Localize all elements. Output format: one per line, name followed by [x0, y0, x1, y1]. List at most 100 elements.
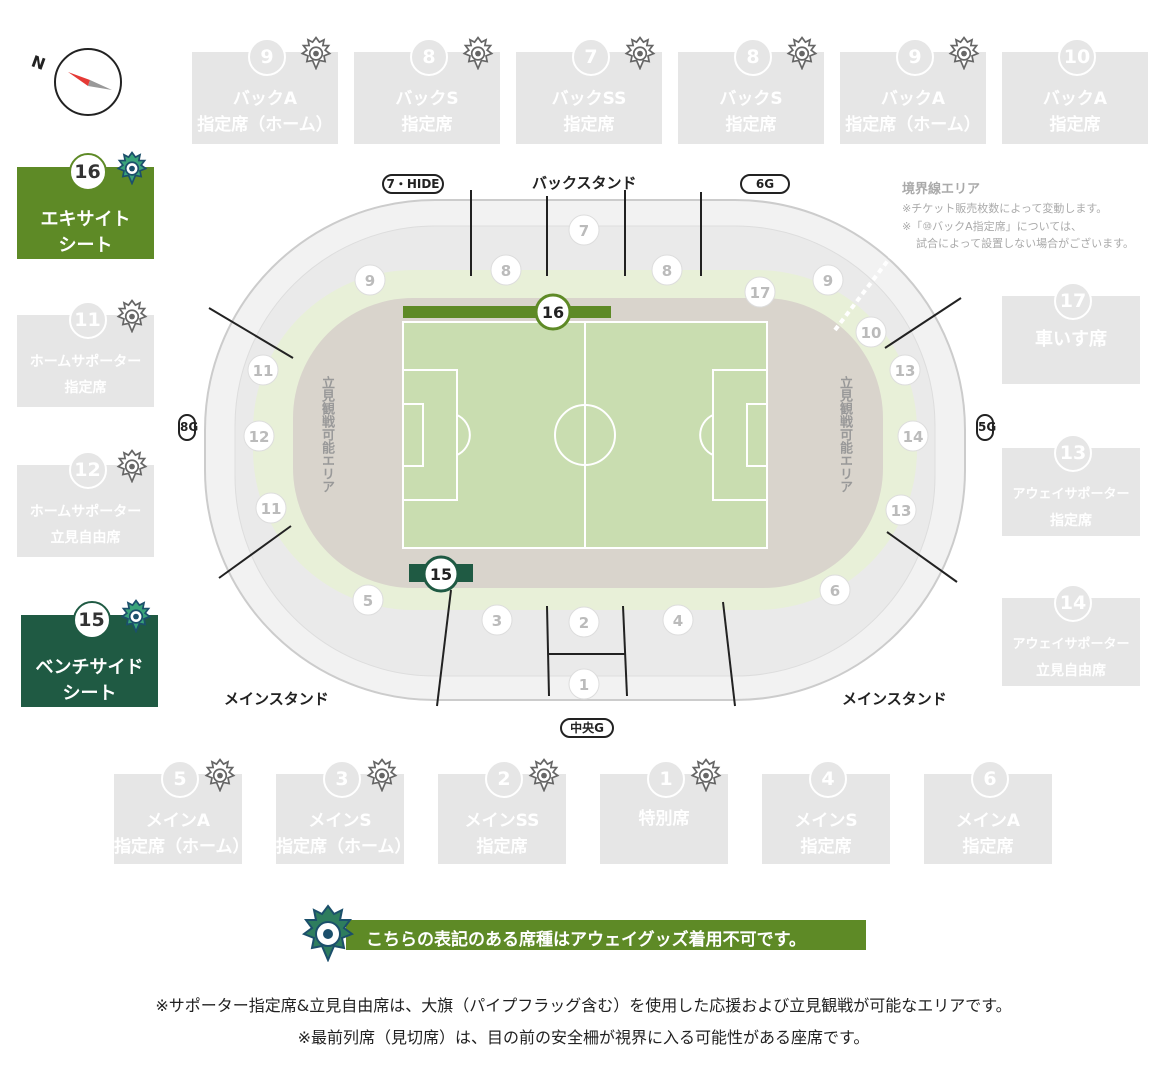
map-section-label: 1 [579, 676, 589, 694]
left-seat-box-0: 16 エキサイトシート [17, 151, 154, 259]
section-number: 5 [161, 760, 199, 798]
seat-name: バックA [880, 89, 946, 109]
gate-7-hide: 7・HIDE [382, 174, 444, 194]
bellmare-crest-icon [116, 449, 148, 487]
map-section-label: 8 [501, 262, 511, 280]
section-number: 1 [647, 760, 685, 798]
gate-8: 8G [178, 414, 198, 441]
bellmare-crest-icon [462, 36, 494, 74]
seat-name: メインA [145, 811, 211, 831]
bellmare-crest-icon [948, 36, 980, 74]
seat-name: メインS [794, 811, 858, 831]
gate-center: 中央G [560, 718, 614, 738]
map-section-circle [662, 604, 694, 636]
section-16-marker: 16 [542, 303, 564, 322]
map-section-circle [354, 264, 386, 296]
note-line-2: ※最前列席（見切席）は、目の前の安全柵が視界に入る可能性がある座席です。 [297, 1028, 870, 1047]
excite-seat-bar [403, 306, 611, 318]
map-section-circle [812, 264, 844, 296]
seat-name: メインA [955, 811, 1021, 831]
note-line-1: ※サポーター指定席&立見自由席は、大旗（パイプフラッグ含む）を使用した応援および… [155, 996, 1012, 1015]
map-section-circle [568, 668, 600, 700]
seat-name: バックS [395, 89, 459, 109]
map-section-label: 3 [492, 612, 502, 630]
section-number: 6 [971, 760, 1009, 798]
section-number: 9 [896, 38, 934, 76]
map-section-label: 12 [249, 428, 270, 446]
section-number: 2 [485, 760, 523, 798]
seat-name: バックS [719, 89, 783, 109]
map-section-label: 10 [861, 324, 882, 342]
map-section-circle [889, 354, 921, 386]
bellmare-crest-icon [204, 758, 236, 796]
map-section-label: 9 [365, 272, 375, 290]
seat-type: 指定席 [1049, 115, 1101, 135]
seat-type: 立見自由席 [50, 530, 121, 546]
seat-name: バックA [232, 89, 298, 109]
bellmare-crest-icon [116, 299, 148, 337]
map-section-label: 2 [579, 614, 589, 632]
seat-type: 指定席 [64, 380, 107, 396]
map-section-label: 11 [261, 500, 282, 518]
section-number: 16 [68, 153, 107, 191]
map-section-label: 13 [891, 502, 912, 520]
map-section-circle [247, 354, 279, 386]
seat-type: 指定席 [1050, 513, 1092, 529]
section-number: 8 [410, 38, 448, 76]
seat-type: 指定席 [476, 837, 528, 857]
standing-area-right: 立見観戦可能エリア [837, 376, 852, 493]
main-stand-right-label: メインスタンド [842, 690, 947, 708]
seat-type: 指定席（ホーム） [276, 837, 412, 857]
map-section-circle [651, 254, 683, 286]
section-15-marker: 15 [430, 565, 452, 584]
seat-name: バックSS [551, 89, 627, 109]
back-stand-label: バックスタンド [532, 174, 637, 192]
section-number: 15 [72, 601, 111, 639]
boundary-note-2: ※「⑩バックA指定席」については、 [902, 220, 1083, 233]
boundary-title: 境界線エリア [902, 182, 981, 197]
seat-type: 指定席（ホーム） [845, 115, 981, 135]
section-number: 7 [572, 38, 610, 76]
map-section-label: 7 [579, 222, 589, 240]
seat-name: エキサイト [40, 209, 131, 230]
map-section-circle [855, 316, 887, 348]
seat-type: 指定席 [725, 115, 777, 135]
map-section-label: 17 [750, 284, 771, 302]
map-section-circle [568, 606, 600, 638]
seat-type: 立見自由席 [1036, 663, 1106, 679]
compass-icon: N [29, 48, 122, 116]
seat-type: シート [58, 235, 113, 256]
bellmare-crest-icon [528, 758, 560, 796]
map-section-circle [885, 494, 917, 526]
map-section-circle [819, 574, 851, 606]
map-section-label: 13 [895, 362, 916, 380]
bellmare-crest-icon [690, 758, 722, 796]
map-section-circle [490, 254, 522, 286]
bellmare-crest-icon [624, 36, 656, 74]
bellmare-crest-icon [301, 904, 355, 962]
legend-banner [346, 920, 866, 950]
section-number: 10 [1058, 38, 1096, 76]
standing-area-left: 立見観戦可能エリア [319, 376, 334, 493]
bellmare-crest-icon [300, 36, 332, 74]
map-section-circle [744, 276, 776, 308]
section-number: 9 [248, 38, 286, 76]
map-section-label: 9 [823, 272, 833, 290]
seat-name: 車いす席 [1035, 329, 1107, 350]
map-section-circle [243, 420, 275, 452]
map-section-label: 5 [363, 592, 373, 610]
svg-text:N: N [29, 51, 48, 73]
